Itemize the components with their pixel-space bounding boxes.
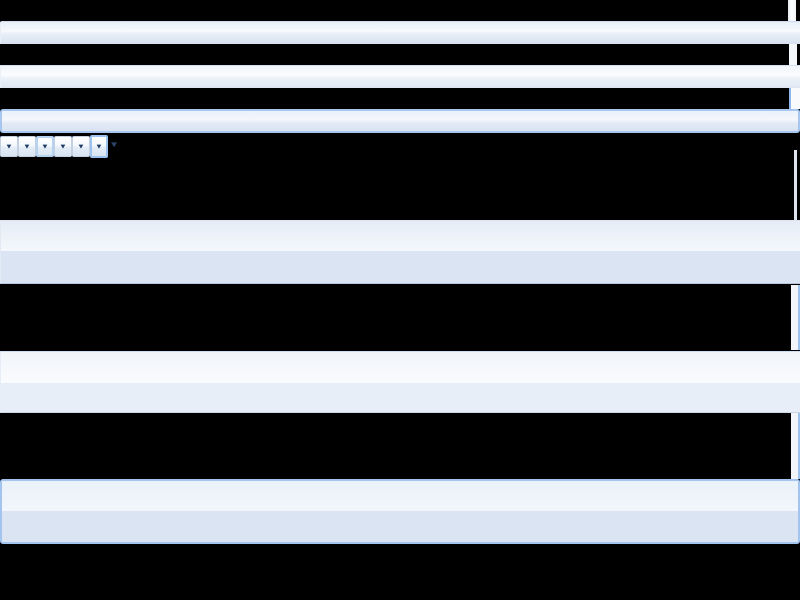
scrollbar-track-fragment[interactable] — [788, 0, 796, 21]
top-toolbar — [0, 21, 800, 44]
chevron-down-icon: ▼ — [77, 142, 85, 150]
scrollbar-thumb-fragment[interactable] — [789, 88, 800, 109]
chevron-down-icon: ▼ — [23, 142, 31, 150]
secondary-toolbar — [0, 65, 800, 88]
group-header-row-1[interactable] — [0, 220, 800, 284]
dropdown-button-3[interactable]: ▼ — [36, 136, 54, 157]
panel-edge-line — [794, 150, 797, 221]
dropdown-button-5[interactable]: ▼ — [72, 136, 90, 157]
chevron-down-icon: ▼ — [59, 142, 67, 150]
group-header-top-band — [2, 481, 798, 511]
group-header-row-2[interactable] — [0, 351, 800, 413]
scrollbar-track-fragment[interactable] — [791, 413, 800, 479]
dropdown-button-1[interactable]: ▼ — [0, 136, 18, 157]
group-header-top-band — [1, 221, 800, 251]
dropdown-button-2[interactable]: ▼ — [18, 136, 36, 157]
scrollbar-track-fragment[interactable] — [791, 285, 800, 350]
chevron-down-icon: ▼ — [95, 142, 103, 150]
group-header-bottom-band — [1, 251, 800, 283]
focused-input-bar[interactable] — [0, 109, 800, 133]
group-header-bottom-band — [2, 511, 798, 542]
group-header-bottom-band — [1, 383, 800, 412]
dropdown-button-4[interactable]: ▼ — [54, 136, 72, 157]
dropdown-button-6[interactable]: ▼ — [90, 135, 108, 158]
group-header-top-band — [1, 352, 800, 383]
chevron-down-icon: ▼ — [41, 142, 49, 150]
chevron-down-icon: ▼ — [5, 142, 13, 150]
overflow-chevron-icon[interactable]: ▼ — [111, 141, 118, 149]
scrollbar-track-fragment[interactable] — [789, 44, 797, 65]
group-header-row-3-selected[interactable] — [0, 479, 800, 544]
